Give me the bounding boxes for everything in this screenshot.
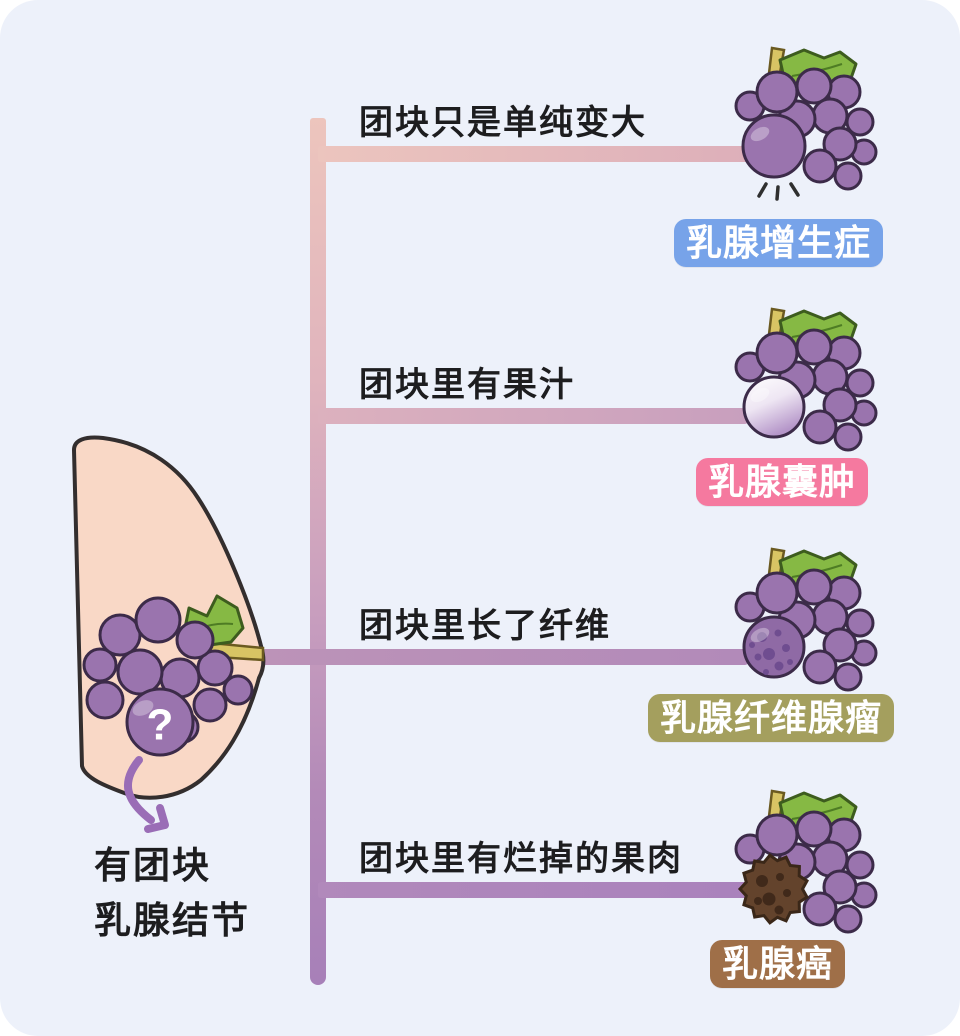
condition-label-3: 团块里长了纤维 xyxy=(359,607,611,645)
condition-label-2: 团块里有果汁 xyxy=(359,366,575,404)
source-caption: 有团块 乳腺结节 xyxy=(94,838,250,948)
branch-line-2 xyxy=(318,408,748,424)
grape-bunch-fiber-icon xyxy=(722,545,882,705)
grape-bunch-rotten-icon xyxy=(722,787,882,947)
curved-down-arrow-icon xyxy=(124,756,169,833)
condition-label-4: 团块里有烂掉的果肉 xyxy=(359,840,683,878)
diagnosis-tag-cyst: 乳腺囊肿 xyxy=(696,458,869,506)
caption-line-2: 乳腺结节 xyxy=(94,900,250,941)
diagnosis-tag-fibroadenoma: 乳腺纤维腺瘤 xyxy=(648,694,895,742)
lump-question-mark: ? xyxy=(147,701,174,750)
tree-trunk-line xyxy=(310,118,326,985)
grape-bunch-enlarged-icon xyxy=(722,44,882,204)
diagnosis-tag-hyperplasia: 乳腺增生症 xyxy=(674,219,884,267)
branch-line-4 xyxy=(318,882,748,898)
branch-line-3 xyxy=(262,649,748,665)
grape-bunch-juice-icon xyxy=(722,305,882,465)
branch-line-1 xyxy=(318,146,748,162)
diagnosis-tag-cancer: 乳腺癌 xyxy=(710,940,846,988)
breast-with-grape-lump-icon: ? xyxy=(55,428,270,838)
caption-line-1: 有团块 xyxy=(94,845,211,886)
condition-label-1: 团块只是单纯变大 xyxy=(359,104,647,142)
